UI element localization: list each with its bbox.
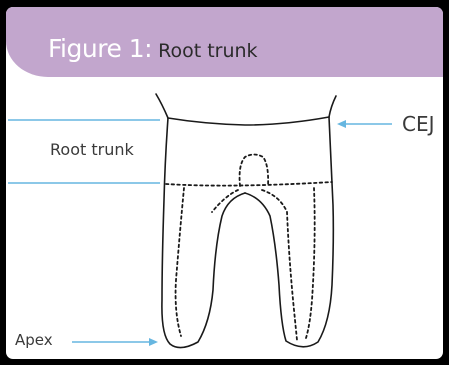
- mesial-root-outline: [162, 118, 245, 348]
- distal-root-outline: [245, 117, 333, 347]
- root-trunk-label: Root trunk: [50, 140, 134, 159]
- distal-canal-inner: [306, 188, 315, 338]
- furcation-level-line: [166, 182, 332, 186]
- mesial-canal-outer: [176, 188, 184, 336]
- distal-canal-outer: [262, 190, 297, 340]
- cej-arrow-head: [337, 120, 346, 128]
- cej-line: [168, 117, 329, 125]
- crown-right-edge: [329, 96, 336, 117]
- apex-arrow-head: [149, 338, 158, 346]
- crown-left-edge: [156, 94, 168, 118]
- apex-label: Apex: [15, 331, 53, 349]
- pulp-chamber-outline: [240, 155, 269, 187]
- cej-label: CEJ: [402, 112, 435, 136]
